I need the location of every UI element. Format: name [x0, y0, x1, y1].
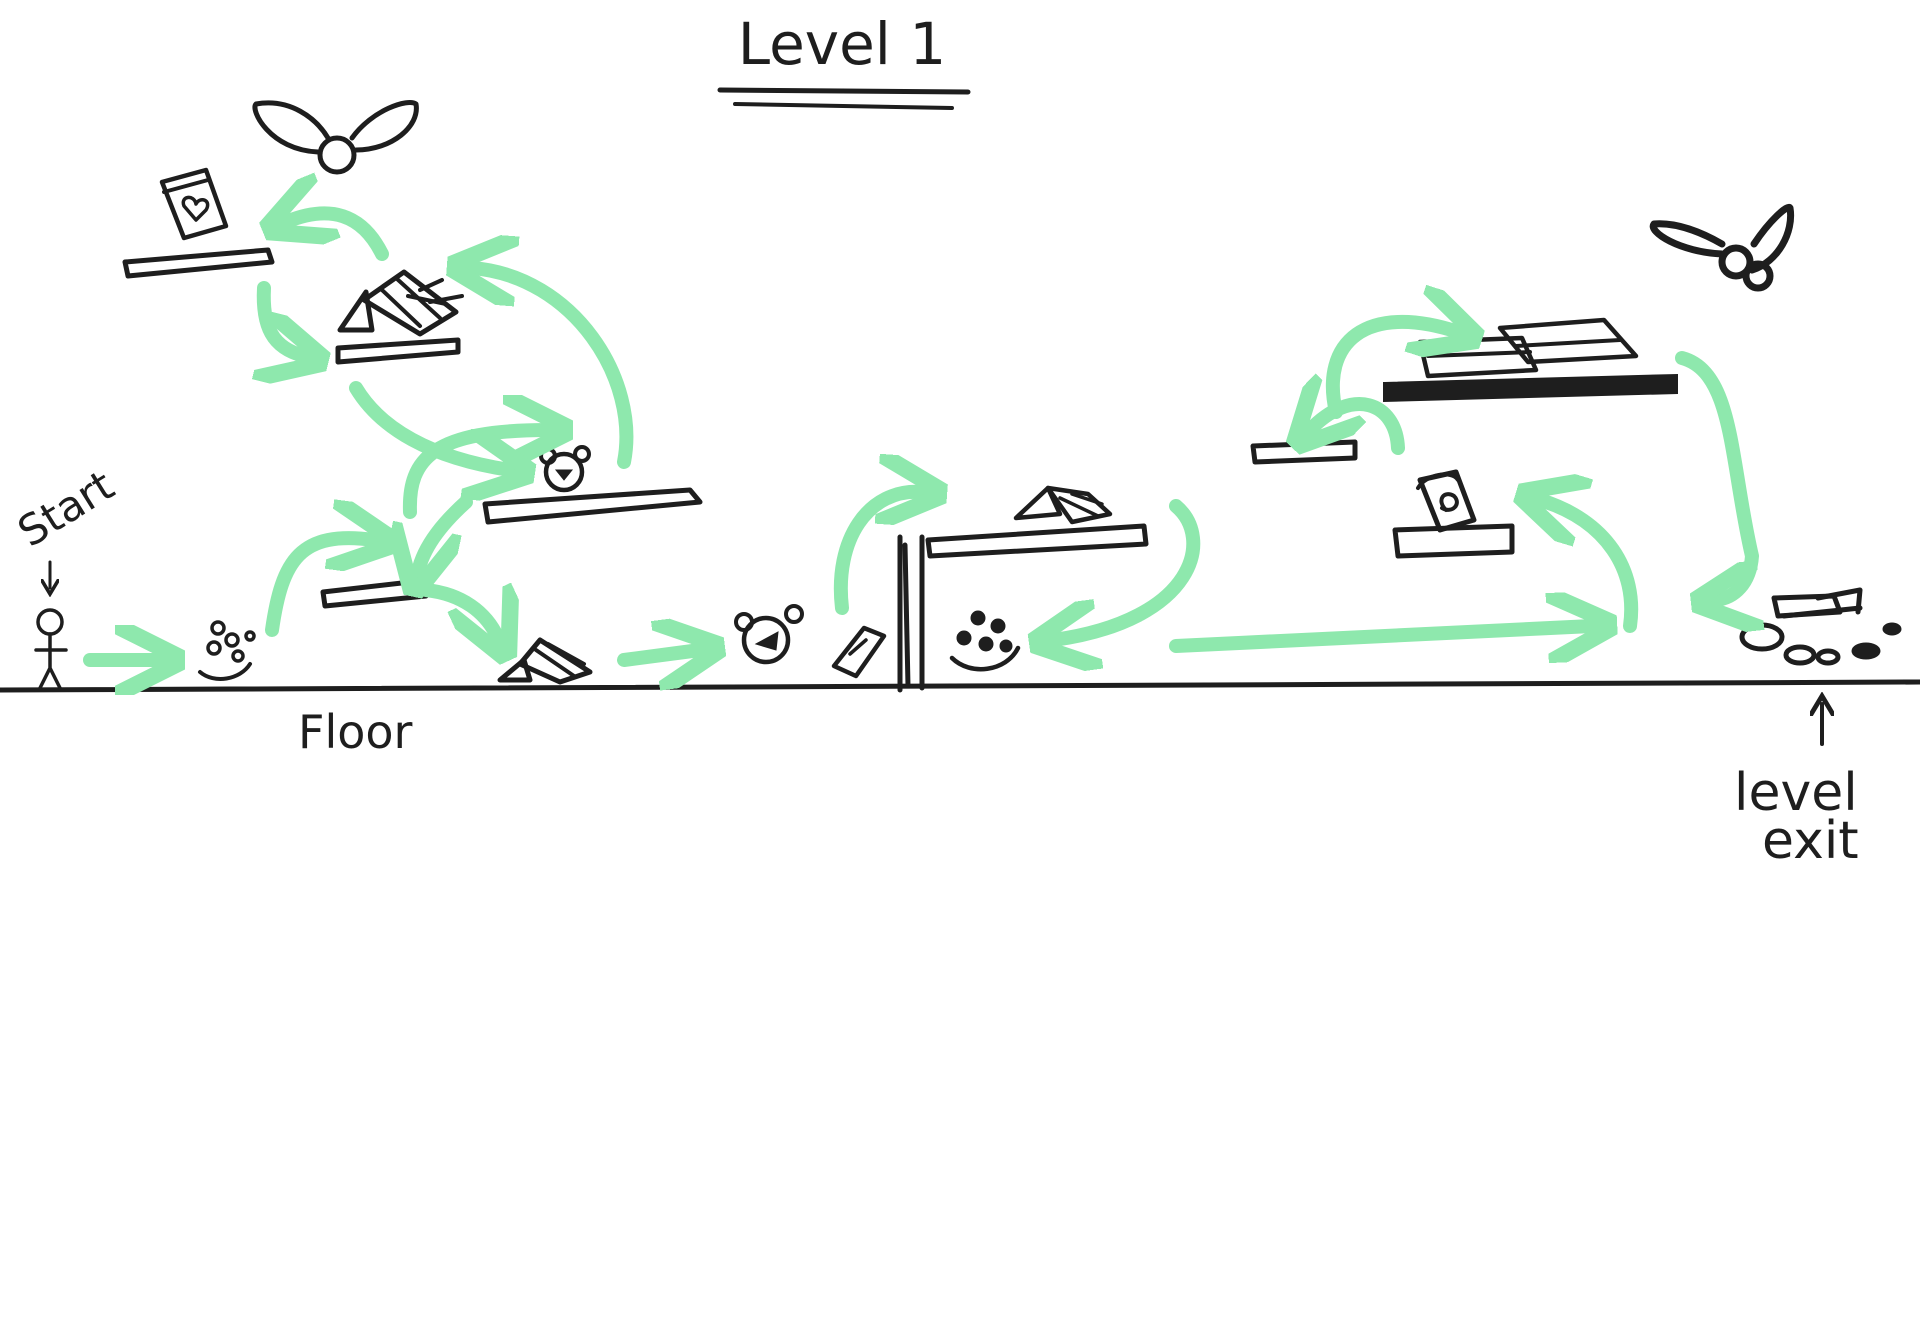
spiral-jar-icon [1416, 469, 1477, 533]
floor-line [0, 679, 1920, 693]
coin-pile-icon [1739, 587, 1902, 666]
title-underline-top [717, 87, 971, 95]
heart-jar-icon [159, 167, 229, 241]
level-title: Level 1 [717, 10, 971, 110]
start-marker: Start [9, 461, 122, 588]
bear-head-icon [539, 445, 591, 493]
level-exit-marker: level exit [1734, 704, 1859, 871]
start-label: Start [9, 461, 122, 557]
banknote-icon [831, 625, 887, 679]
level-title-text: Level 1 [738, 10, 946, 78]
bear-head-icon [734, 604, 804, 665]
path-arrow [617, 650, 700, 660]
floor-label: Floor [298, 705, 413, 759]
tent-icon [1013, 485, 1113, 525]
path-arrow [1675, 351, 1752, 600]
platform-dark-shelf [1383, 373, 1678, 403]
path-arrow [265, 538, 374, 637]
path-arrow [1169, 626, 1592, 646]
platform-middle [482, 487, 703, 525]
pillar [897, 534, 925, 693]
bow-icon [252, 100, 419, 175]
path-arrow [1540, 500, 1639, 633]
path-arrow [833, 492, 922, 615]
stick-figure-player-icon [34, 608, 68, 690]
path-arrows [83, 213, 1752, 660]
title-underline-bottom [733, 102, 954, 110]
path-arrow [472, 268, 634, 469]
path-arrow [349, 381, 510, 470]
exit-label-line1: level [1734, 763, 1858, 823]
coin-pile-icon [198, 620, 256, 681]
path-arrow [1325, 322, 1458, 419]
platform-top-left [122, 247, 275, 279]
pillar-posts [897, 534, 925, 693]
platform-right-small [1250, 439, 1358, 465]
coin-pile-icon [949, 610, 1021, 672]
path-arrow [1310, 404, 1405, 448]
platform-pillar-top [925, 523, 1149, 559]
tent-icon [497, 637, 593, 685]
path-arrow [419, 590, 498, 638]
tent-icon [337, 269, 464, 337]
floor: Floor [0, 679, 1920, 759]
bow-icon [1649, 203, 1795, 292]
platform-right-low [1392, 523, 1515, 559]
path-arrow [418, 495, 473, 572]
platform-low-left [320, 577, 431, 609]
exit-label-line2: exit [1762, 811, 1859, 871]
path-arrow [286, 213, 389, 261]
path-arrow [264, 281, 304, 356]
platform-upper-mid [335, 337, 461, 365]
path-arrow [1054, 499, 1201, 640]
